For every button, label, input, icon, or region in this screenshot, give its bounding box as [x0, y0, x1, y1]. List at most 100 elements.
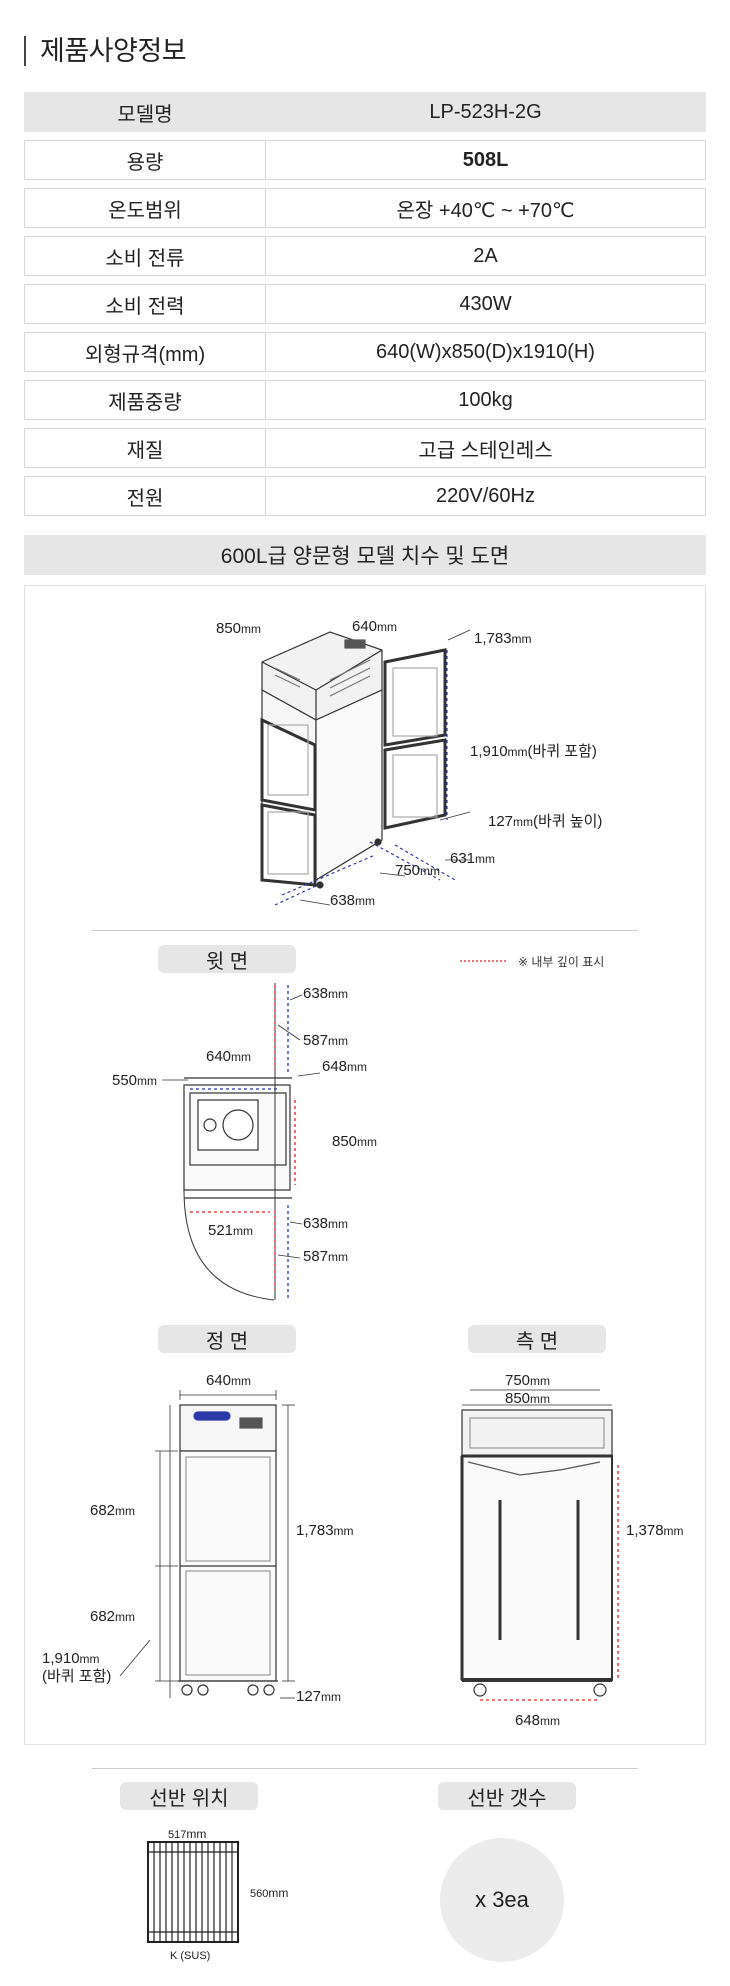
- dim-unit: mm: [513, 815, 534, 829]
- dim-value: 750: [505, 1372, 531, 1389]
- spec-value: 2A: [473, 244, 498, 267]
- iso-wheel-height-label: 127mm(바퀴 높이): [488, 810, 602, 831]
- top-550-label: 550mm: [112, 1072, 157, 1089]
- spec-value: 220V/60Hz: [436, 484, 535, 507]
- dim-unit: mm: [377, 620, 398, 634]
- spec-value: 100kg: [458, 388, 513, 411]
- dim-unit: mm: [530, 1374, 551, 1388]
- dim-note: (바퀴 포함): [527, 743, 597, 760]
- shelf-material-label: K (SUS): [170, 1950, 211, 1962]
- top-638-label: 638mm: [303, 985, 348, 1002]
- side-850-label: 850mm: [505, 1390, 550, 1407]
- spec-row: 전원 220V/60Hz: [24, 476, 706, 516]
- spec-label: 소비 전류: [25, 237, 266, 275]
- spec-label: 전원: [25, 477, 266, 515]
- dim-unit: mm: [241, 622, 262, 636]
- drawing-section-title: 600L급 양문형 모델 치수 및 도면: [24, 535, 706, 575]
- dim-unit: mm: [321, 1690, 342, 1704]
- dim-value: 648: [515, 1712, 541, 1729]
- spec-label: 외형규격(mm): [25, 333, 266, 371]
- spec-value: 온장 +40℃ ~ +70℃: [396, 199, 575, 222]
- drawing-panel: [24, 585, 706, 1745]
- dim-value: 640: [206, 1372, 232, 1389]
- dim-value: 648: [322, 1058, 348, 1075]
- dim-unit: mm: [530, 1392, 551, 1406]
- dim-value: 1,783: [474, 630, 512, 647]
- dim-unit: mm: [328, 987, 349, 1001]
- side-1378-label: 1,378mm: [626, 1522, 684, 1539]
- front-1783-label: 1,783mm: [296, 1522, 354, 1539]
- dim-value: 850: [332, 1133, 358, 1150]
- spec-value: 430W: [459, 292, 512, 315]
- top-638b-label: 638mm: [303, 1215, 348, 1232]
- spec-value: 508L: [462, 148, 509, 171]
- front-682a-label: 682mm: [90, 1502, 135, 1519]
- dim-value: 587: [303, 1248, 329, 1265]
- dim-value: 1,910: [42, 1650, 80, 1667]
- dim-value: 127: [296, 1688, 322, 1705]
- side-648-label: 648mm: [515, 1712, 560, 1729]
- divider: [92, 1768, 638, 1769]
- spec-row: 외형규격(mm) 640(W)x850(D)x1910(H): [24, 332, 706, 372]
- dim-value: 1,910: [470, 743, 508, 760]
- dim-unit: mm: [420, 864, 441, 878]
- dim-unit: mm: [507, 745, 528, 759]
- shelf-width-label: 517mm: [168, 1827, 206, 1841]
- spec-row: 온도범위 온장 +40℃ ~ +70℃: [24, 188, 706, 228]
- shelf-depth-label: 560mm: [250, 1886, 288, 1900]
- top-587b-label: 587mm: [303, 1248, 348, 1265]
- dim-unit: mm: [355, 894, 376, 908]
- dim-unit: mm: [663, 1524, 684, 1538]
- dim-value: 1,783: [296, 1522, 334, 1539]
- iso-depth-label: 850mm: [216, 620, 261, 637]
- dim-value: 682: [90, 1502, 116, 1519]
- front-127-label: 127mm: [296, 1688, 341, 1705]
- dim-value: 550: [112, 1072, 138, 1089]
- dim-unit: mm: [79, 1652, 100, 1666]
- dim-value: 521: [208, 1222, 234, 1239]
- dim-unit: mm: [328, 1250, 349, 1264]
- side-view-label: 측 면: [468, 1325, 606, 1353]
- iso-631-label: 631mm: [450, 850, 495, 867]
- spec-value: LP-523H-2G: [429, 100, 542, 123]
- legend-dotted-line: [460, 960, 508, 962]
- page-title: 제품사양정보: [24, 36, 187, 66]
- dim-unit: mm: [511, 632, 532, 646]
- dim-value: 850: [216, 620, 242, 637]
- spec-row: 모델명 LP-523H-2G: [24, 92, 706, 132]
- dim-unit: mm: [475, 852, 496, 866]
- iso-height-1783-label: 1,783mm: [474, 630, 532, 647]
- dim-value: 127: [488, 813, 514, 830]
- dim-unit: mm: [231, 1050, 252, 1064]
- iso-height-1910-label: 1,910mm(바퀴 포함): [470, 740, 597, 761]
- side-750-label: 750mm: [505, 1372, 550, 1389]
- spec-label: 모델명: [25, 93, 266, 131]
- front-view-label: 정 면: [158, 1325, 296, 1353]
- top-521-label: 521mm: [208, 1222, 253, 1239]
- dim-unit: mm: [357, 1135, 378, 1149]
- dim-unit: mm: [233, 1224, 254, 1238]
- dim-unit: mm: [115, 1504, 136, 1518]
- dim-unit: mm: [137, 1074, 158, 1088]
- dim-unit: mm: [328, 1217, 349, 1231]
- dim-value: 631: [450, 850, 476, 867]
- dim-value: 587: [303, 1032, 329, 1049]
- shelf-position-label: 선반 위치: [120, 1782, 258, 1810]
- dim-value: 640: [206, 1048, 232, 1065]
- front-1910-label: 1,910mm(바퀴 포함): [42, 1650, 111, 1686]
- dim-unit: mm: [333, 1524, 354, 1538]
- front-682b-label: 682mm: [90, 1608, 135, 1625]
- top-587-label: 587mm: [303, 1032, 348, 1049]
- front-640-label: 640mm: [206, 1372, 251, 1389]
- spec-label: 온도범위: [25, 189, 266, 227]
- spec-value: 640(W)x850(D)x1910(H): [376, 340, 595, 363]
- dim-value: 640: [352, 618, 378, 635]
- dim-value: 850: [505, 1390, 531, 1407]
- dim-value: 517: [168, 1829, 187, 1841]
- iso-750-label: 750mm: [395, 862, 440, 879]
